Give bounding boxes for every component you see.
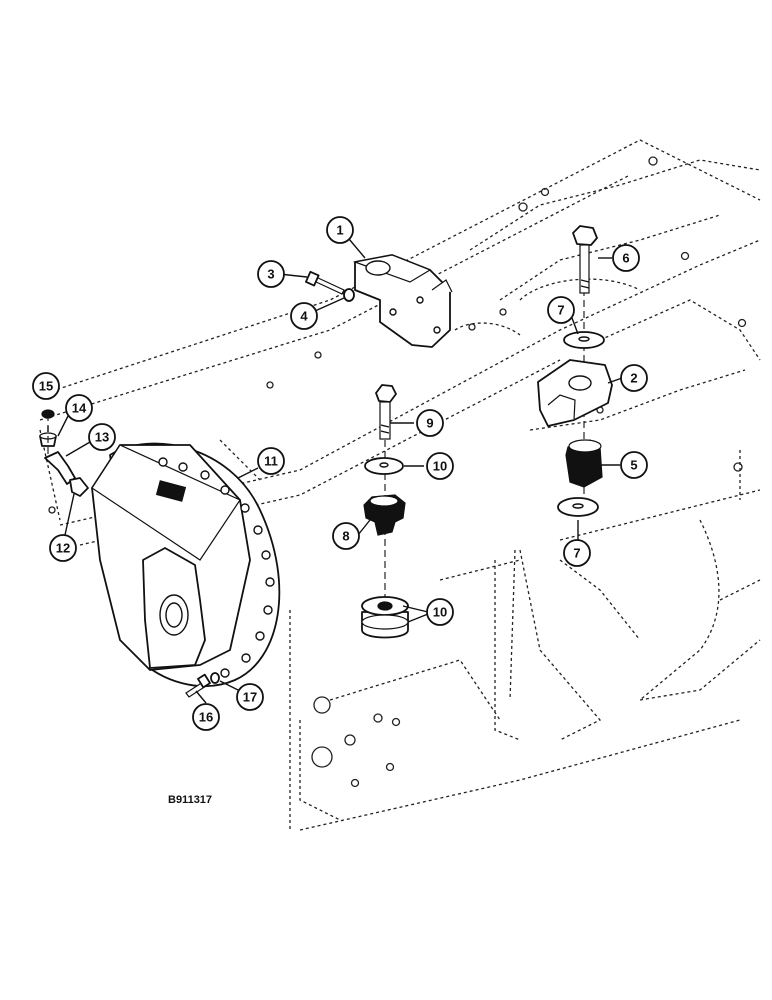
- callout-16: 16: [192, 703, 220, 731]
- bolt-16-and-washer-17: [185, 672, 220, 698]
- callout-7-lower-label: 7: [573, 546, 580, 561]
- callout-8: 8: [332, 522, 360, 550]
- callout-14-label: 14: [72, 401, 87, 416]
- callout-10-lower-label: 10: [433, 605, 447, 620]
- callout-15-label: 15: [39, 379, 53, 394]
- flange-bolt-bosses: [158, 457, 275, 678]
- callout-16-label: 16: [199, 710, 213, 725]
- mount-bracket-1: [352, 254, 453, 348]
- callout-11: 11: [257, 447, 285, 475]
- callout-12-label: 12: [56, 541, 70, 556]
- callout-10-upper-label: 10: [433, 459, 447, 474]
- callout-7-lower: 7: [563, 539, 591, 567]
- callout-8-label: 8: [342, 529, 349, 544]
- callout-11-label: 11: [264, 454, 278, 469]
- callout-2: 2: [620, 364, 648, 392]
- callout-7-upper-label: 7: [557, 303, 564, 318]
- callout-15: 15: [32, 372, 60, 400]
- callout-2-label: 2: [630, 371, 637, 386]
- callout-7-upper: 7: [547, 296, 575, 324]
- leader-lines: [47, 238, 623, 704]
- callout-6-label: 6: [622, 251, 629, 266]
- callout-5-label: 5: [630, 458, 637, 473]
- callout-1: 1: [326, 216, 354, 244]
- callout-10-lower: 10: [426, 598, 454, 626]
- callout-14: 14: [65, 394, 93, 422]
- fitting-stack: [39, 409, 89, 497]
- callout-17: 17: [236, 683, 264, 711]
- callout-3-label: 3: [267, 267, 274, 282]
- callout-1-label: 1: [336, 223, 343, 238]
- right-mount-stack: [537, 225, 613, 520]
- drawing-code: B911317: [168, 794, 212, 806]
- callout-3: 3: [257, 260, 285, 288]
- callout-5: 5: [620, 451, 648, 479]
- callout-4-label: 4: [300, 309, 308, 324]
- callout-4: 4: [290, 302, 318, 330]
- callout-9-label: 9: [426, 416, 433, 431]
- callout-12: 12: [49, 534, 77, 562]
- callout-13: 13: [88, 423, 116, 451]
- callout-9: 9: [416, 409, 444, 437]
- callout-6: 6: [612, 244, 640, 272]
- bolt-3-and-washer-4: [305, 270, 355, 302]
- callout-10-upper: 10: [426, 452, 454, 480]
- final-drive-housing: [91, 442, 281, 687]
- callout-13-label: 13: [95, 430, 109, 445]
- callout-17-label: 17: [243, 690, 257, 705]
